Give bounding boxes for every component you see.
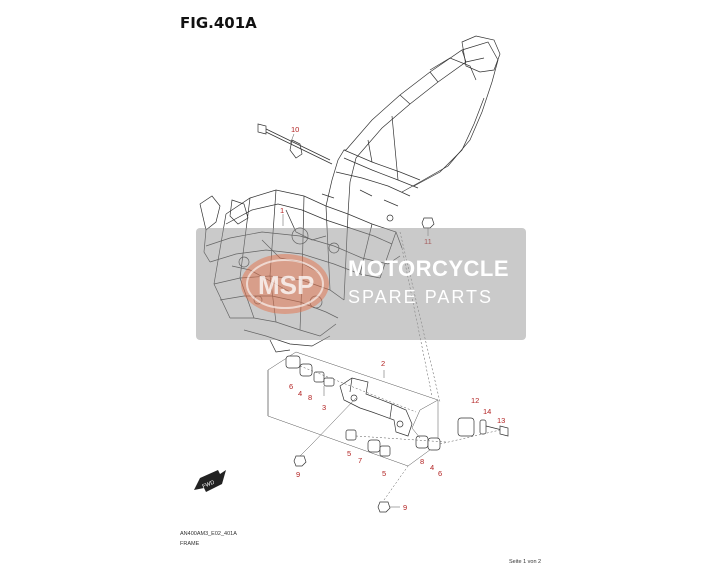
callout-9-right: 9: [403, 503, 407, 512]
callout-5-right: 5: [382, 469, 386, 478]
callout-6-left: 6: [289, 382, 293, 391]
fwd-label: FWD: [202, 480, 216, 490]
watermark-line-2: SPARE PARTS: [348, 287, 494, 307]
callout-3: 3: [322, 403, 326, 412]
long-bolt-part: [257, 123, 333, 165]
nut-9-right: [377, 465, 409, 513]
callout-9-left: 9: [296, 470, 300, 479]
callout-10: 10: [291, 125, 299, 134]
logo-text: MSP: [258, 270, 314, 300]
watermark-line-1: MOTORCYCLE: [348, 256, 510, 281]
callout-7: 7: [358, 456, 362, 465]
nut-9-left: [293, 443, 313, 467]
callout-1: 1: [280, 206, 284, 215]
callout-6-right: 6: [438, 469, 442, 478]
callout-14: 14: [483, 407, 491, 416]
callout-5-left: 5: [347, 449, 351, 458]
callout-8-left: 8: [308, 393, 312, 402]
callout-2: 2: [381, 359, 385, 368]
callout-8-right: 8: [420, 457, 424, 466]
figure-name: FRAME: [180, 541, 200, 547]
callout-4-right: 4: [430, 463, 434, 472]
callout-12: 12: [471, 396, 479, 405]
engine-mount-assembly: [267, 351, 509, 467]
watermark-banner: MSP MOTORCYCLE SPARE PARTS: [196, 228, 526, 340]
msp-logo-icon: MSP: [241, 254, 329, 314]
forward-arrow-icon: FWD: [194, 470, 226, 492]
page-indicator: Seite 1 von 2: [509, 559, 542, 565]
figure-title: FIG.401A: [180, 14, 257, 32]
callout-13: 13: [497, 416, 505, 425]
callout-4-left: 4: [298, 389, 302, 398]
figure-code: AN400AM3_E02_401A: [180, 531, 237, 537]
